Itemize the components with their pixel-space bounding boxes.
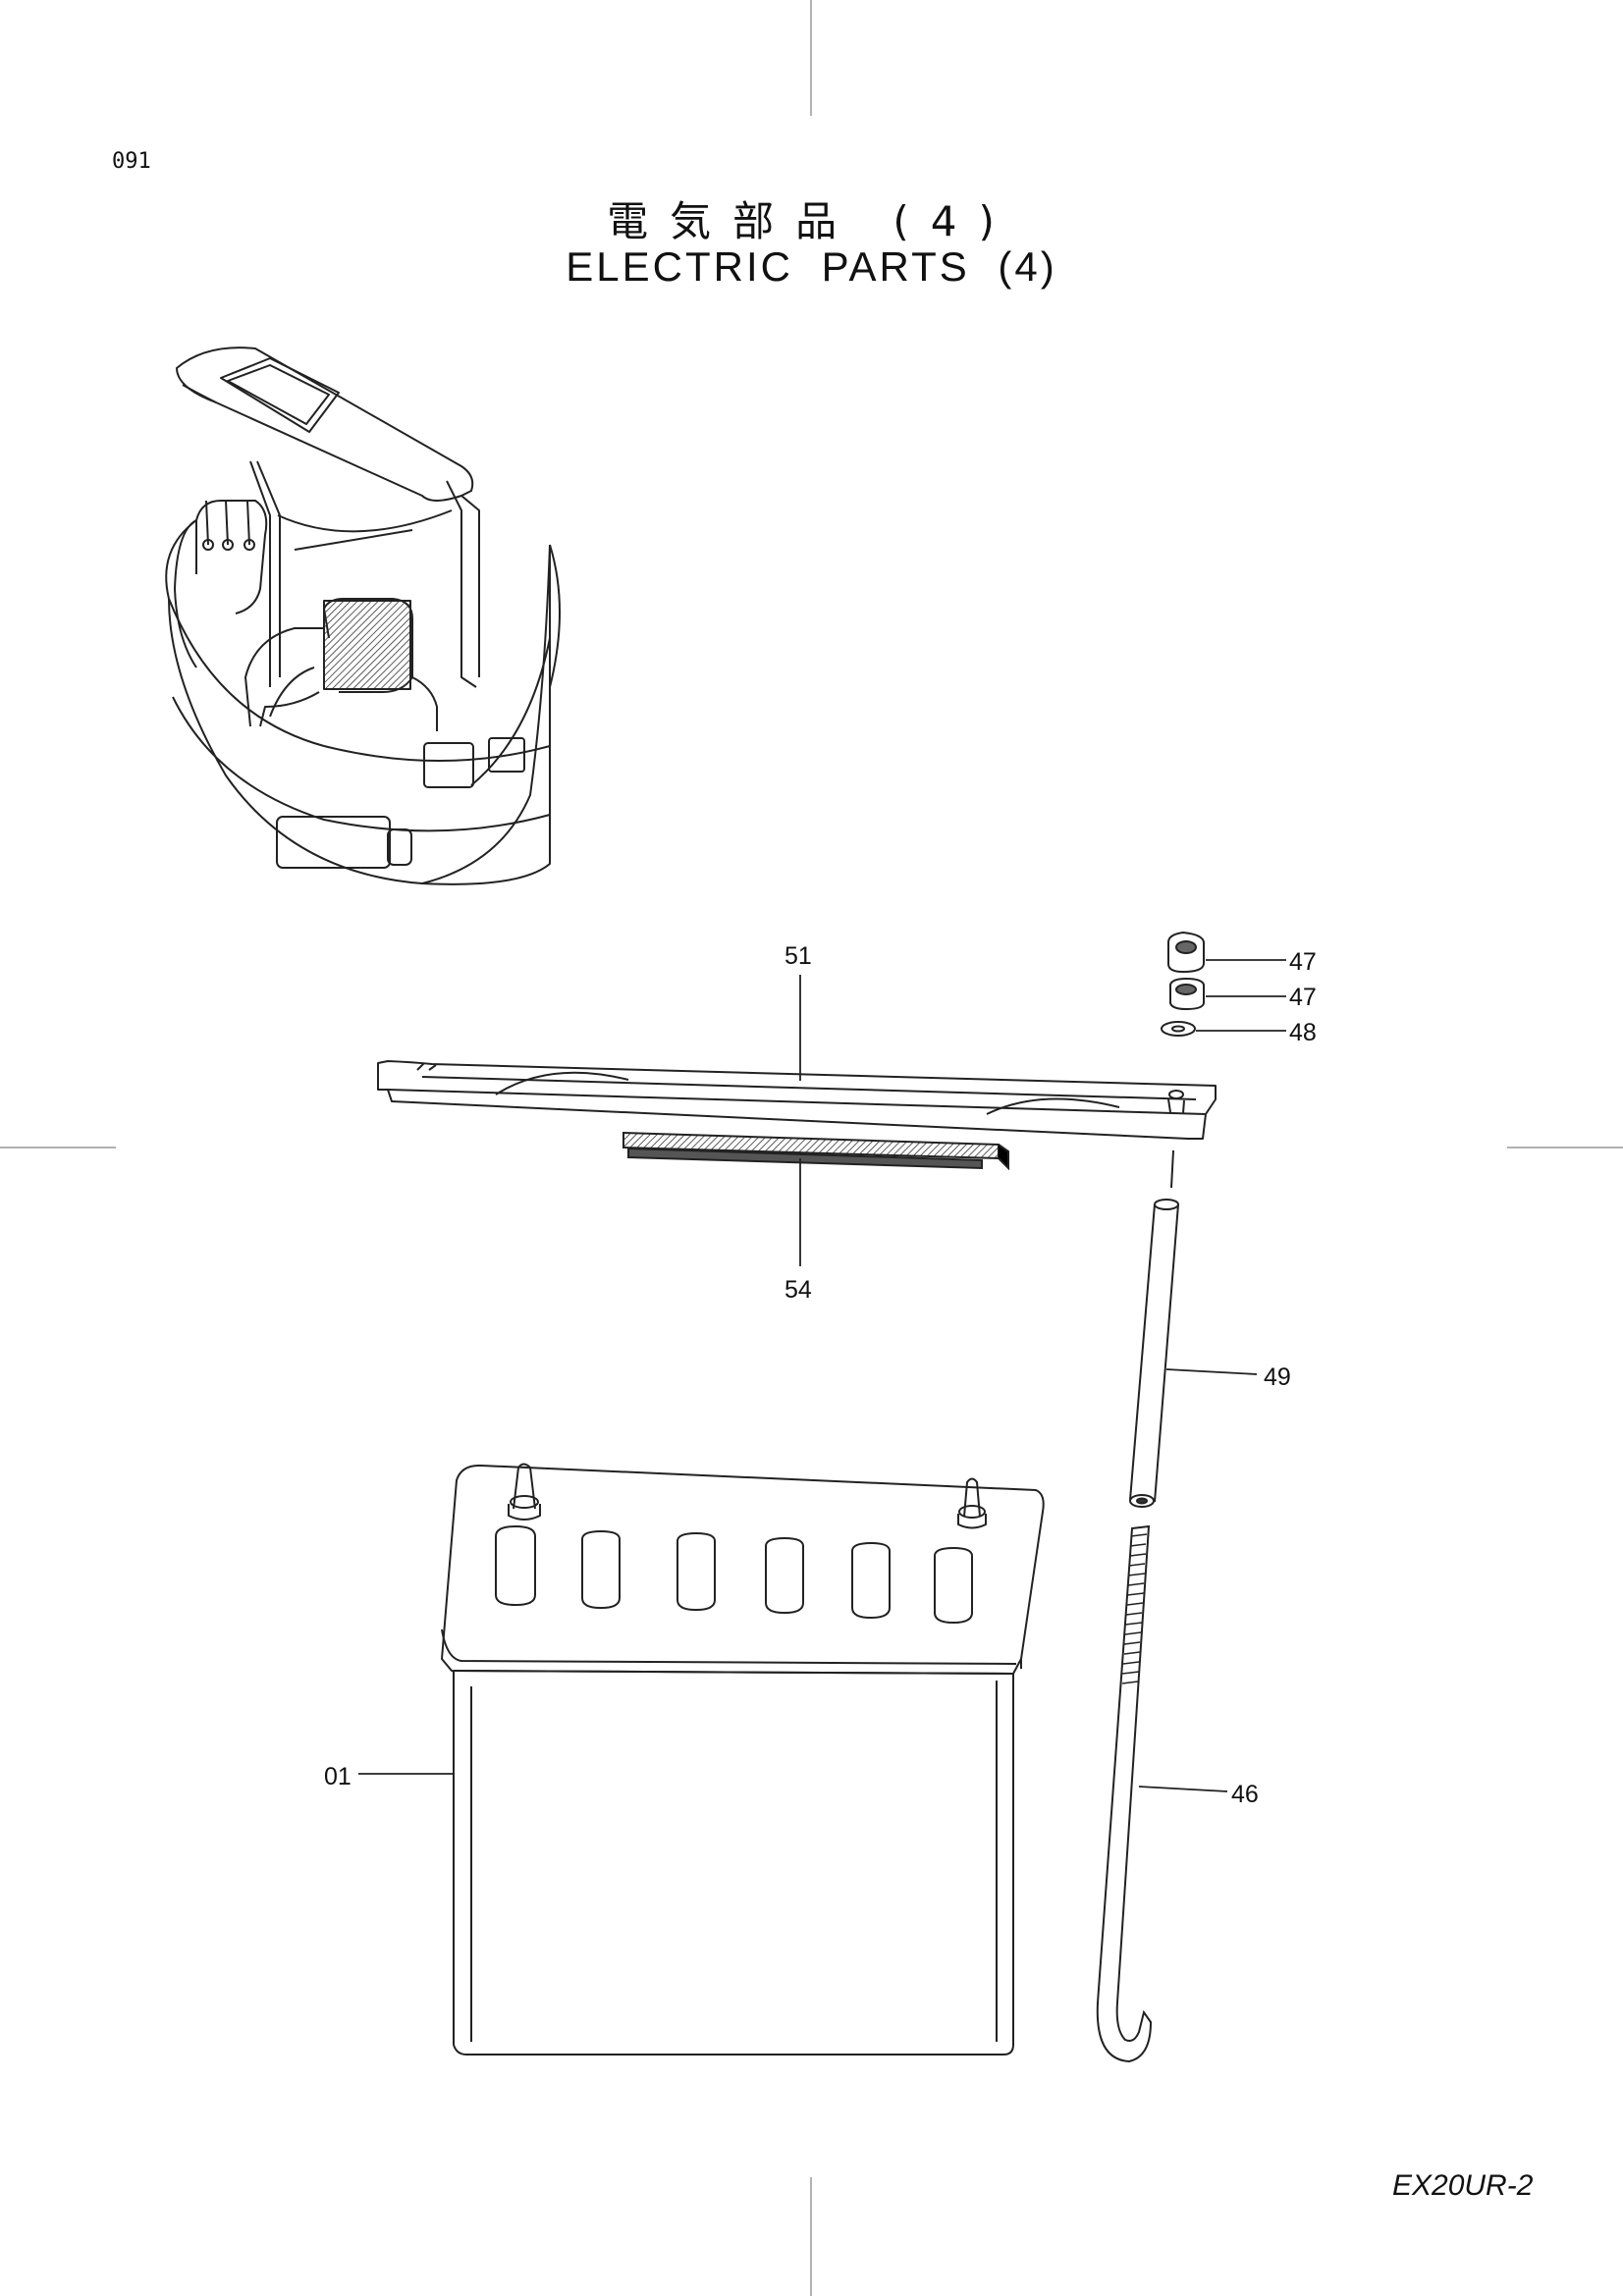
callout-01: 01 <box>324 1763 352 1790</box>
callout-47-b: 47 <box>1289 984 1317 1011</box>
callout-46: 46 <box>1231 1781 1259 1808</box>
model-code: EX20UR-2 <box>1392 2169 1534 2202</box>
callout-47-a: 47 <box>1289 948 1317 976</box>
machine-overview-illustration <box>165 347 561 885</box>
leader-lines <box>358 959 1286 1792</box>
battery-part <box>441 1463 1045 2056</box>
page-title-japanese: 電気部品 (4) <box>607 197 1016 245</box>
nut-and-washer-parts <box>1161 931 1205 1037</box>
cushion-strip-part <box>622 1131 1009 1171</box>
callout-54: 54 <box>784 1276 812 1304</box>
pipe-part <box>1129 1149 1179 1508</box>
hook-bolt-part <box>1096 1524 1153 2063</box>
callout-labels: 01 46 47 47 48 49 51 54 <box>324 942 1317 1808</box>
page-number: 091 <box>112 149 151 174</box>
callout-48: 48 <box>1289 1019 1317 1046</box>
page-title-english: ELECTRIC PARTS (4) <box>566 243 1057 290</box>
callout-49: 49 <box>1264 1363 1291 1391</box>
battery-bracket-part <box>377 1060 1217 1140</box>
callout-51: 51 <box>784 942 812 970</box>
